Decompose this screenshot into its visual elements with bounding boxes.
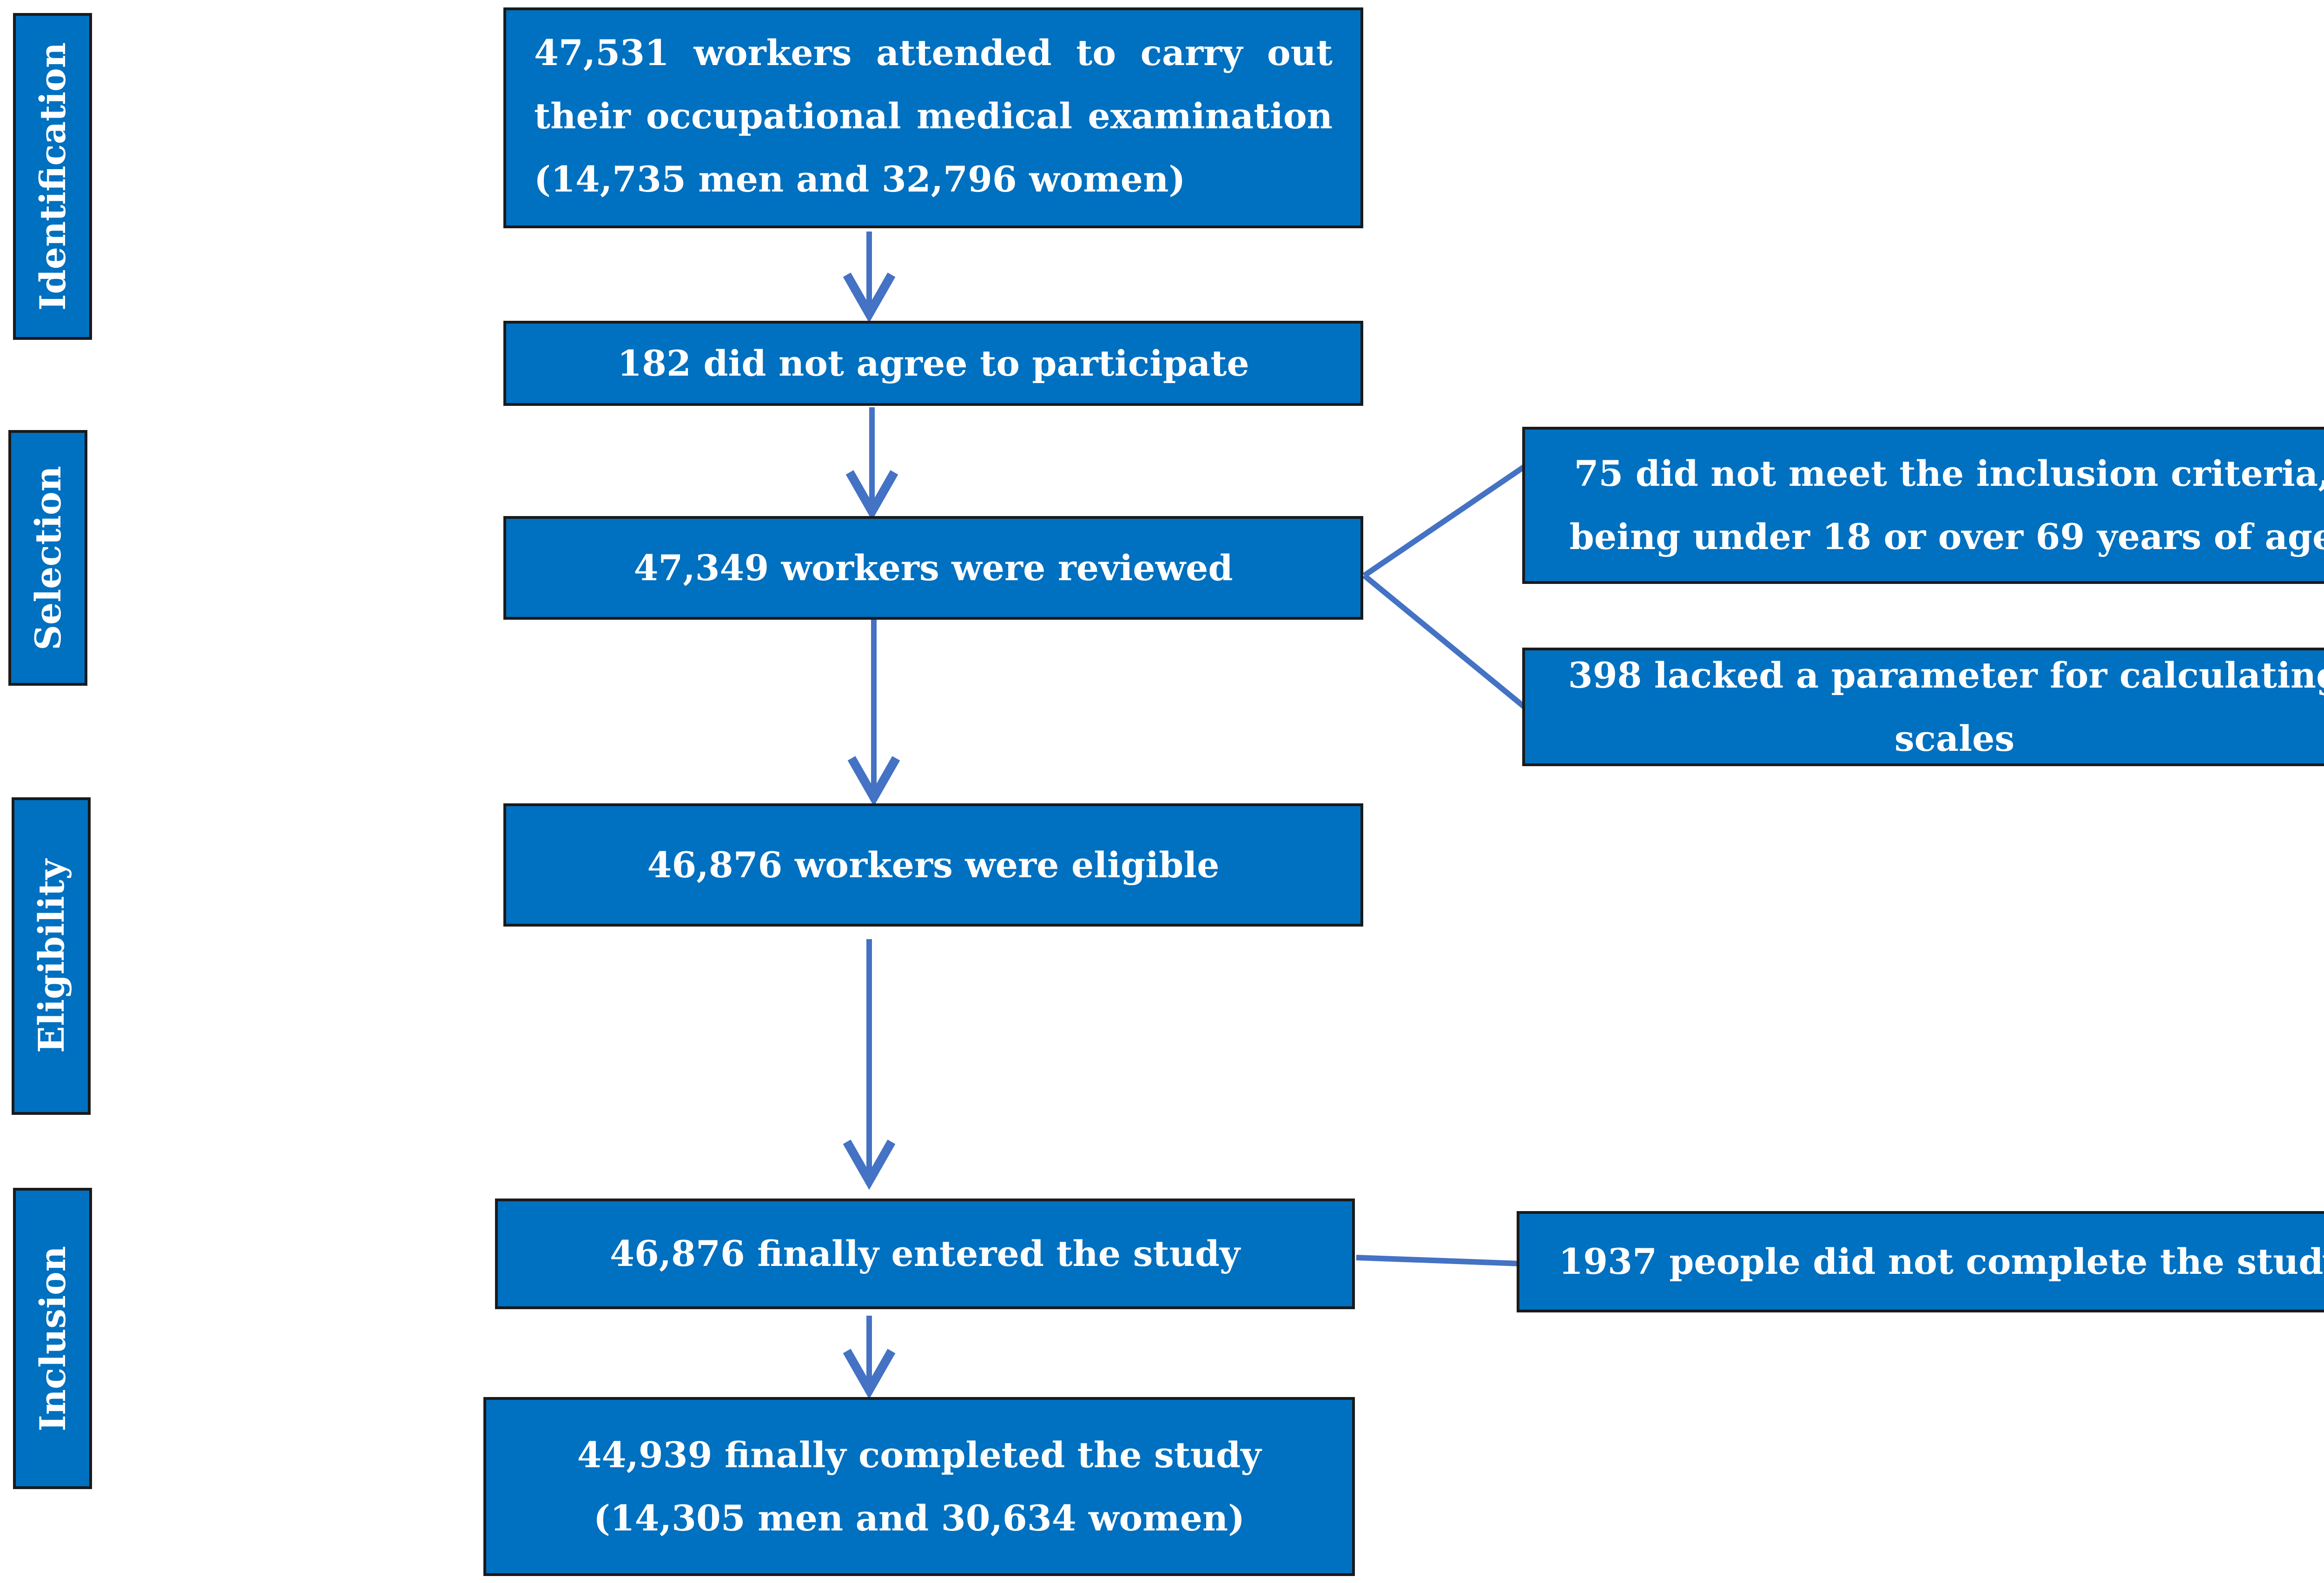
stage-selection: Selection: [8, 430, 87, 686]
stage-identification-label: Identification: [32, 42, 73, 311]
box-not-complete: 1937 people did not complete the study: [1517, 1211, 2324, 1312]
box-not-agree: 182 did not agree to participate: [503, 321, 1363, 406]
box-completed-line2: (14,305 men and 30,634 women): [593, 1497, 1245, 1539]
box-not-complete-text: 1937 people did not complete the study: [1558, 1241, 2324, 1282]
box-excluded-age-text: 75 did not meet the inclusion criteria, …: [1569, 453, 2324, 557]
stage-inclusion-label: Inclusion: [32, 1245, 73, 1431]
box-not-agree-text: 182 did not agree to participate: [617, 342, 1249, 384]
stage-inclusion: Inclusion: [13, 1188, 92, 1489]
stage-selection-label: Selection: [27, 465, 69, 650]
box-entered-text: 46,876 finally entered the study: [609, 1233, 1241, 1274]
box-reviewed: 47,349 workers were reviewed: [503, 516, 1363, 620]
box-excluded-param-text: 398 lacked a parameter for calculating s…: [1568, 654, 2324, 759]
box-completed: 44,939 finally completed the study (14,3…: [483, 1397, 1355, 1576]
box-attended: 47,531 workers attended to carry out the…: [503, 7, 1363, 228]
box-attended-text: 47,531 workers attended to carry out the…: [534, 32, 1333, 200]
box-reviewed-text: 47,349 workers were reviewed: [634, 547, 1233, 589]
box-completed-line1: 44,939 finally completed the study: [577, 1434, 1261, 1476]
line-reviewed-to-excluded-age: [1362, 463, 1529, 578]
box-excluded-param: 398 lacked a parameter for calculating s…: [1522, 648, 2324, 766]
box-completed-text: 44,939 finally completed the study (14,3…: [509, 1424, 1329, 1550]
stage-eligibility: Eligibility: [12, 797, 91, 1115]
box-excluded-age: 75 did not meet the inclusion criteria, …: [1522, 427, 2324, 584]
box-entered: 46,876 finally entered the study: [495, 1199, 1355, 1309]
stage-identification: Identification: [13, 13, 92, 340]
box-eligible: 46,876 workers were eligible: [503, 803, 1363, 927]
line-entered-to-not-complete: [1356, 1255, 1520, 1266]
box-eligible-text: 46,876 workers were eligible: [647, 844, 1220, 886]
stage-eligibility-label: Eligibility: [30, 859, 72, 1053]
line-reviewed-to-excluded-param: [1362, 573, 1529, 711]
